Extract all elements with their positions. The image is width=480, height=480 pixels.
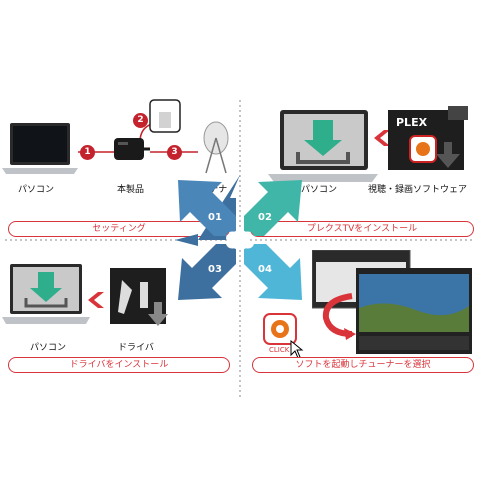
step-number-04: 04: [258, 264, 272, 275]
software-label: 視聴・録画ソフトウェア: [368, 185, 468, 195]
laptop-icon: [2, 123, 78, 174]
arrow-02: [244, 180, 302, 236]
chevron-left-icon: [88, 292, 104, 308]
driver-label: ドライバ: [118, 343, 154, 353]
step4-caption: ソフトを起動しチューナーを選択: [252, 357, 474, 373]
product-label: 本製品: [117, 185, 145, 195]
usb-connector-icon: [149, 99, 181, 133]
step-number-02: 02: [258, 212, 272, 223]
pc-label-step1: パソコン: [18, 185, 55, 195]
step-number-03: 03: [208, 264, 222, 275]
plex-app-icon[interactable]: [262, 312, 302, 352]
antenna-icon: [203, 121, 229, 174]
connection-number-3: 3: [167, 145, 182, 160]
software-window-front: [356, 268, 472, 354]
tuner-device-icon: [114, 138, 150, 160]
connection-number-1: 1: [80, 145, 95, 160]
click-label: CLICK: [269, 346, 290, 354]
arrow-03: [178, 244, 236, 300]
step3-caption: ドライバをインストール: [8, 357, 230, 373]
driver-tools-icon: [110, 268, 168, 326]
software-package-icon: [388, 106, 468, 170]
step-arrows: [175, 175, 302, 300]
arrow-01: [178, 180, 236, 236]
refresh-arrow-icon: [322, 293, 356, 340]
pc-label-step3: パソコン: [30, 343, 67, 353]
chevron-left-icon: [374, 130, 390, 146]
laptop-download-icon: [268, 110, 378, 182]
connection-number-2: 2: [133, 113, 148, 128]
arrow-04: [244, 244, 302, 300]
step-number-01: 01: [208, 212, 222, 223]
plex-logo-text: PLEX: [396, 116, 428, 129]
pc-label-step2: パソコン: [301, 185, 338, 195]
laptop-download-icon: [2, 264, 90, 324]
